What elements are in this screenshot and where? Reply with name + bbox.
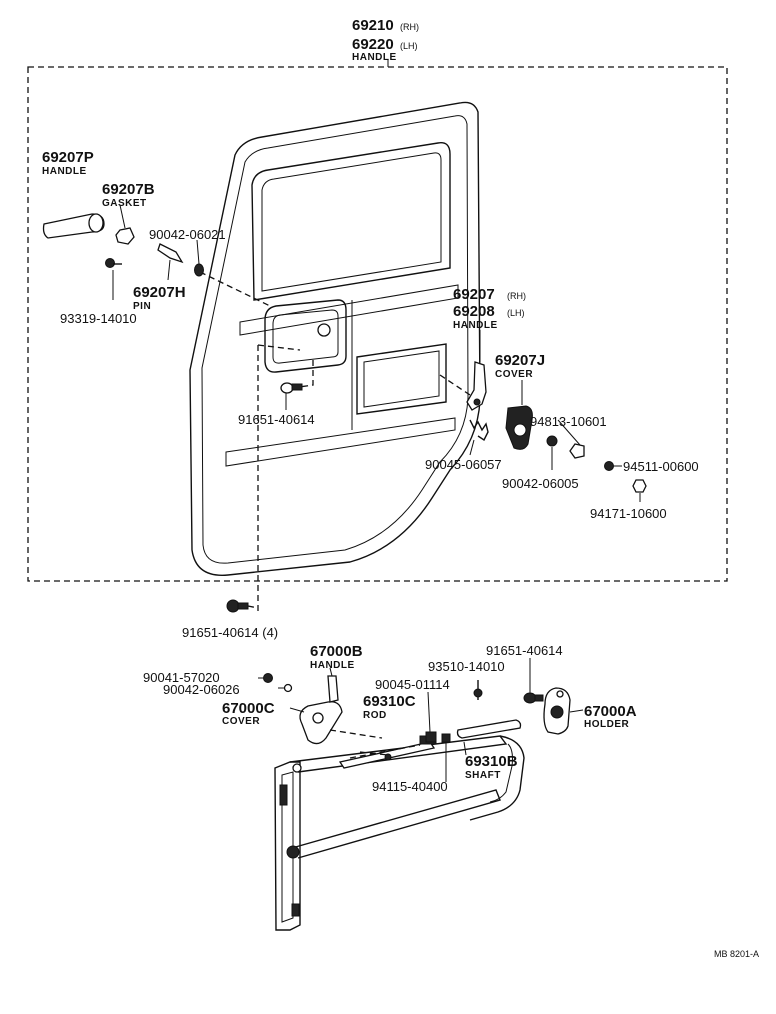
holder-part (543, 687, 571, 735)
label-69207B: 69207B GASKET (102, 181, 155, 209)
clip-part-2 (425, 731, 437, 743)
svg-text:67000C: 67000C (222, 700, 275, 717)
svg-text:ROD: ROD (363, 710, 387, 721)
label-94115-40400: 94115-40400 (372, 779, 448, 794)
label-69310B: 69310B SHAFT (465, 753, 518, 781)
nut-part-3 (632, 479, 647, 493)
pin-part (157, 243, 184, 264)
label-91651-40614-b: 91651-40614 (4) (182, 625, 278, 640)
shaft-part (456, 719, 522, 739)
svg-text:HANDLE: HANDLE (42, 166, 87, 177)
label-90042-06005: 90042-06005 (502, 476, 579, 491)
cover-part (505, 405, 533, 450)
screw-part-3 (473, 680, 483, 700)
svg-text:69207H: 69207H (133, 284, 186, 301)
label-90045-06057: 90045-06057 (425, 457, 502, 472)
svg-text:(RH): (RH) (507, 291, 526, 301)
svg-text:HANDLE: HANDLE (310, 660, 355, 671)
svg-text:69207J: 69207J (495, 352, 545, 369)
label-94813-10601: 94813-10601 (530, 414, 607, 429)
clip-part (569, 443, 585, 459)
label-93319-14010: 93319-14010 (60, 311, 137, 326)
svg-text:(RH): (RH) (400, 22, 419, 32)
assembly-boundary (27, 66, 728, 582)
label-90042-06021: 90042-06021 (149, 227, 226, 242)
label-69210: 69210 (RH) (352, 17, 419, 34)
svg-text:67000B: 67000B (310, 643, 363, 660)
bolt-part-4 (226, 599, 259, 613)
label-93510-14010: 93510-14010 (428, 659, 505, 674)
inside-handle-part (466, 361, 487, 411)
svg-text:SHAFT: SHAFT (465, 770, 501, 781)
svg-text:69207: 69207 (453, 286, 495, 303)
label-90041-57020: 90041-57020 (143, 670, 220, 685)
rod-part (338, 735, 437, 769)
bolt-part-5 (523, 692, 544, 704)
svg-text:HANDLE: HANDLE (352, 52, 397, 63)
shaft-nut-part (441, 733, 451, 743)
svg-text:PIN: PIN (133, 301, 151, 312)
label-67000A: 67000A HOLDER (584, 703, 637, 730)
gasket-part (115, 227, 135, 245)
screw-part-2 (263, 673, 273, 683)
svg-text:69310B: 69310B (465, 753, 518, 770)
svg-text:69220: 69220 (352, 36, 394, 53)
label-67000B: 67000B HANDLE (310, 643, 363, 671)
regulator-handle-part (299, 675, 343, 745)
svg-text:HANDLE: HANDLE (453, 320, 498, 331)
label-90042-06026: 90042-06026 (163, 682, 240, 697)
washer-part (604, 461, 614, 471)
label-69207J: 69207J COVER (495, 352, 545, 380)
label-69208: 69208 (LH) HANDLE (453, 303, 525, 331)
washer-part-2 (283, 683, 293, 693)
svg-text:HOLDER: HOLDER (584, 719, 630, 730)
nut-part (194, 263, 204, 277)
svg-text:67000A: 67000A (584, 703, 637, 720)
spring-part (469, 419, 489, 442)
label-91651-40614-c: 91651-40614 (486, 643, 563, 658)
label-69220: 69220 (LH) HANDLE (352, 36, 418, 63)
diagram-reference: MB 8201-A (714, 949, 759, 959)
nut-part-2 (546, 435, 558, 447)
svg-text:69208: 69208 (453, 303, 495, 320)
label-69207H: 69207H PIN (133, 284, 186, 312)
regulator-frame (274, 735, 525, 931)
label-91651-40614-a: 91651-40614 (238, 412, 315, 427)
label-69207: 69207 (RH) (453, 286, 526, 303)
svg-text:69310C: 69310C (363, 693, 416, 710)
label-67000C: 67000C COVER (222, 700, 275, 727)
outer-handle-part (42, 213, 105, 239)
svg-text:COVER: COVER (495, 369, 533, 380)
svg-text:69210: 69210 (352, 17, 394, 34)
label-90045-01114: 90045-01114 (375, 677, 450, 692)
svg-text:(LH): (LH) (507, 308, 525, 318)
svg-text:COVER: COVER (222, 716, 260, 727)
svg-text:69207P: 69207P (42, 149, 94, 166)
label-94171-10600: 94171-10600 (590, 506, 667, 521)
screw-part (105, 258, 122, 268)
label-69310C: 69310C ROD (363, 693, 416, 721)
label-69207P: 69207P HANDLE (42, 149, 94, 177)
svg-text:(LH): (LH) (400, 41, 418, 51)
bolt-part (280, 382, 303, 394)
svg-text:GASKET: GASKET (102, 198, 147, 209)
label-94511-00600: 94511-00600 (623, 459, 699, 474)
svg-text:69207B: 69207B (102, 181, 155, 198)
door-panel (189, 101, 481, 576)
